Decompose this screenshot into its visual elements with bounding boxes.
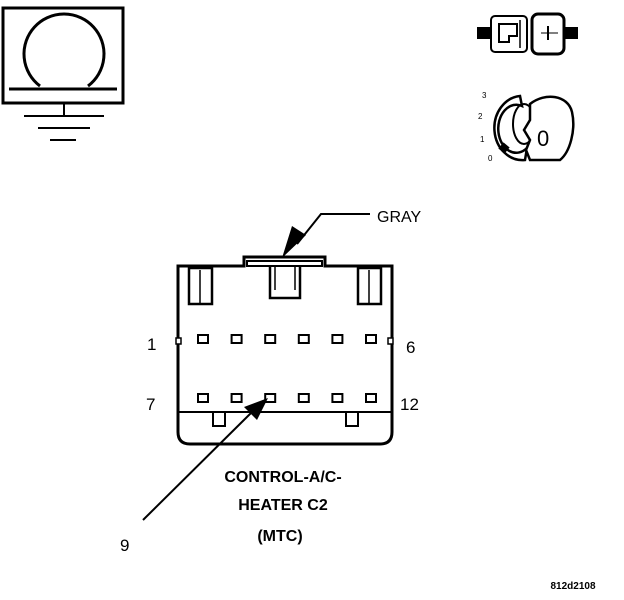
pin-cavity-3 bbox=[264, 334, 277, 344]
ignition-position-1: 1 bbox=[480, 135, 485, 144]
pin-label-6: 6 bbox=[406, 338, 415, 357]
callout-pin-label: 9 bbox=[120, 536, 129, 555]
connector-name-line2: HEATER C2 bbox=[238, 497, 328, 514]
figure-code: 812d2108 bbox=[550, 581, 595, 592]
ignition-position-3: 3 bbox=[482, 91, 487, 100]
ignition-key-label: 0 bbox=[537, 126, 549, 151]
pin-cavity-4 bbox=[297, 334, 310, 344]
pin-cavity-5 bbox=[331, 334, 344, 344]
connector-name-line3: (MTC) bbox=[257, 528, 302, 545]
pin-cavity-6 bbox=[365, 334, 377, 344]
pin-cavity-9 bbox=[264, 393, 277, 403]
pin-label-7: 7 bbox=[146, 395, 155, 414]
ignition-key-icon: 3 2 1 0 0 bbox=[478, 91, 575, 163]
ignition-position-2: 2 bbox=[478, 112, 483, 121]
pin-cavity-12 bbox=[365, 393, 377, 403]
pin-label-12: 12 bbox=[400, 395, 419, 414]
ground-symbol-icon bbox=[1, 6, 125, 141]
pin-cavity-grid bbox=[197, 334, 377, 403]
pin-cavity-11 bbox=[331, 393, 344, 403]
pin-cavity-8 bbox=[230, 393, 243, 403]
pin-cavity-1 bbox=[197, 334, 209, 344]
connector-name-line1: CONTROL-A/C- bbox=[224, 469, 341, 486]
ignition-position-0: 0 bbox=[488, 154, 493, 163]
connector-color-label: GRAY bbox=[377, 209, 421, 226]
pin-cavity-7 bbox=[197, 393, 209, 403]
pin-label-1: 1 bbox=[147, 335, 156, 354]
pin-cavity-10 bbox=[297, 393, 310, 403]
pin-cavity-2 bbox=[230, 334, 243, 344]
connector-plug-icon bbox=[477, 12, 578, 56]
connector-body bbox=[175, 255, 394, 446]
